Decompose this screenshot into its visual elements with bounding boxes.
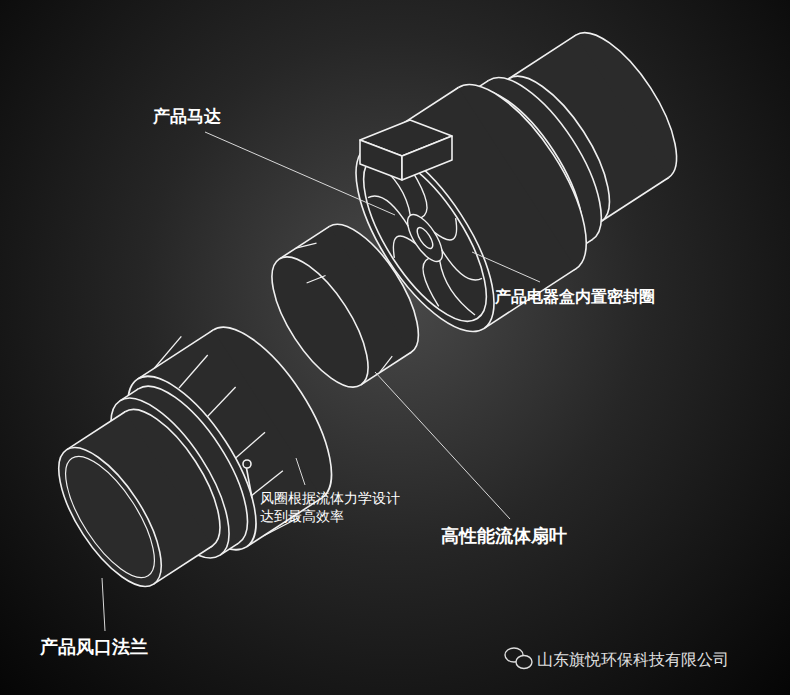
electrical-box [360,120,452,180]
part-label: 产品电器盒内置密封圈 [495,287,655,307]
part-label: 高性能流体扇叶 [441,525,567,548]
inlet-flange [40,394,240,601]
wechat-icon [505,648,532,669]
watermark: 山东旗悦环保科技有限公司 [537,650,729,670]
leader-lines [102,132,540,631]
part-label: 产品风口法兰 [40,636,148,659]
clamp-screw-head [243,460,251,468]
part-label: 产品马达 [153,106,221,127]
part-label: 风圈根据流体力学设计 达到最高效率 [260,490,410,525]
